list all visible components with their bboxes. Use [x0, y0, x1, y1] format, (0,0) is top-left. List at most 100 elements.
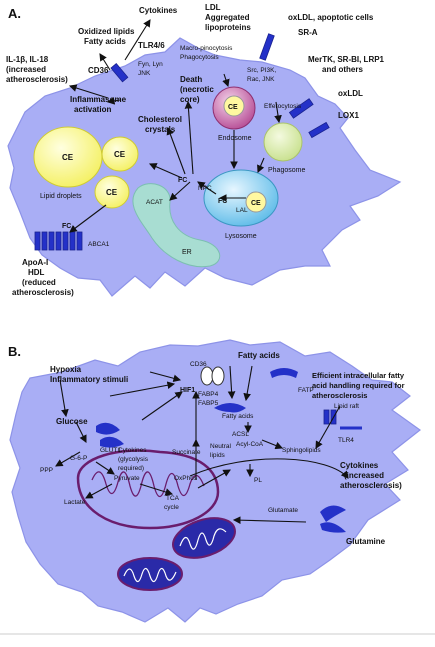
ce-label-lysosome: CE: [251, 200, 261, 207]
endosome-ce-core: [223, 95, 245, 117]
glycolysis-label: (glycolysis: [118, 456, 149, 463]
il1b-label: IL-1β, IL-18: [6, 55, 49, 64]
er-label: ER: [182, 249, 192, 256]
ppp-label: PPP: [40, 467, 53, 474]
tlr46-label: TLR4/6: [138, 41, 165, 50]
jnk-label-a: JNK: [138, 70, 151, 77]
fc-label-center: FC: [178, 177, 187, 184]
sr-a-label: SR-A: [298, 28, 318, 37]
lactate-label: Lactate: [64, 499, 86, 506]
mitochondrion-bottom: [117, 557, 183, 591]
glutamate-label: Glutamate: [268, 507, 298, 514]
lipid-droplet-small: [94, 175, 130, 209]
lox1-label: LOX1: [338, 111, 359, 120]
ce-label-droplet-large: CE: [62, 153, 74, 162]
panel-b: B. Hypoxia Inflammatory stimuli Fatty ac…: [8, 339, 422, 623]
lal-label: LAL: [236, 207, 248, 214]
neutral-label: Neutral: [210, 443, 232, 450]
oxphos-label: OxPhos: [174, 475, 198, 482]
acsl-label: ACSL: [232, 431, 249, 438]
macropinocytosis-label: Macro-pinocytosis: [180, 45, 233, 52]
crystals-label: crystals: [145, 125, 176, 134]
fatp-label: FATP: [298, 387, 314, 394]
glucose-label: Glucose: [56, 417, 88, 426]
fabp4-label: FABP4: [198, 391, 219, 398]
fabp-shape: [214, 403, 246, 413]
lipoproteins-label: lipoproteins: [205, 23, 251, 32]
cd36-label-b: CD36: [190, 361, 207, 368]
hdl-label: HDL: [28, 268, 45, 277]
inflammatory-label: Inflammatory stimuli: [50, 375, 128, 384]
cytokines-inc-label: Cytokines: [340, 461, 379, 470]
tca-label: TCA: [166, 495, 180, 502]
oxldl-apoptotic-label: oxLDL, apoptotic cells: [288, 13, 374, 22]
abca1-label: ABCA1: [88, 241, 110, 248]
lipid-droplets-label: Lipid droplets: [40, 193, 82, 200]
core-label: core): [180, 95, 200, 104]
src-pi3k-label: Src, PI3K,: [247, 67, 276, 74]
ce-label-endosome: CE: [228, 104, 238, 111]
efficient-line3: atherosclerosis: [312, 391, 367, 400]
reduced-label: (reduced: [22, 278, 56, 287]
npc-label: NPC: [198, 185, 212, 192]
mitochondrion-right: [172, 517, 236, 559]
pyruvate-label: Pyruvate: [114, 475, 140, 482]
mitochondrion-large: [76, 449, 220, 530]
atherosclerosis-label-b: atherosclerosis): [340, 481, 402, 490]
cd36-receptor-b: [200, 366, 225, 386]
sphingolipids-label: Sphingolipids: [282, 447, 321, 454]
ce-label-droplet-medium: CE: [114, 150, 126, 159]
rac-jnk-label: Rac, JNK: [247, 76, 275, 83]
fyn-lyn-label: Fyn, Lyn: [138, 61, 163, 68]
pl-label: PL: [254, 477, 262, 484]
panel-b-label: B.: [8, 344, 21, 359]
phagocytosis-label: Phagocytosis: [180, 54, 219, 61]
increased-label-b: (increased: [344, 471, 384, 480]
phagosome-organelle: [263, 122, 303, 162]
oxidized-lipids-label: Oxidized lipids: [78, 27, 135, 36]
cd36-label-a: CD36: [88, 66, 109, 75]
tlr4-label: TLR4: [338, 437, 354, 444]
lysosome-label: Lysosome: [225, 233, 257, 240]
abca1-transporter: [34, 231, 83, 251]
macrophage-cell-b: [9, 339, 422, 623]
lipids-label: lipids: [210, 452, 226, 459]
panel-b-arrows: [55, 365, 349, 525]
glut1-transporter: [96, 422, 124, 448]
hypoxia-label: Hypoxia: [50, 365, 82, 374]
cholesterol-label: Cholesterol: [138, 115, 182, 124]
death-label: Death: [180, 75, 202, 84]
fc-label-lysosome: FC: [218, 198, 227, 205]
necrotic-label: (necrotic: [180, 85, 214, 94]
ce-label-droplet-small: CE: [106, 188, 118, 197]
fatty-acids-inner-label: Fatty acids: [222, 413, 254, 420]
increased-label-a: (increased: [6, 65, 46, 74]
glutamine-transporter: [320, 505, 346, 533]
activation-label: activation: [74, 105, 111, 114]
inflammasome-label: Inflammasome: [70, 95, 127, 104]
phagosome-label: Phagosome: [268, 167, 305, 174]
lipid-droplet-medium: [101, 136, 139, 172]
panel-a-label: A.: [8, 6, 21, 21]
macrophage-cell-a: [7, 37, 402, 297]
glutamine-label: Glutamine: [346, 537, 386, 546]
lysosome-ce-core: [245, 191, 267, 213]
required-label: required): [118, 465, 144, 472]
cycle-label: cycle: [164, 504, 179, 511]
endosome-label: Endosome: [218, 135, 252, 142]
efficient-line1: Efficient intracellular fatty: [312, 371, 405, 380]
mertk-label: MerTK, SR-BI, LRP1: [308, 55, 385, 64]
and-others-label: and others: [322, 65, 363, 74]
efficient-line2: acid handling required for: [312, 381, 405, 390]
efferocytosis-label: Efferocytosis: [264, 103, 302, 110]
fatty-acids-label-a: Fatty acids: [84, 37, 126, 46]
panel-a-arrows: [68, 19, 282, 233]
hif1-label: HIF1: [180, 387, 195, 394]
aggregated-label: Aggregated: [205, 13, 250, 22]
panel-b-labels: B. Hypoxia Inflammatory stimuli Fatty ac…: [8, 344, 405, 546]
ldl-label: LDL: [205, 3, 221, 12]
cd36-receptor-a: [110, 62, 129, 83]
glut1-label: GLUT1: [100, 447, 121, 454]
